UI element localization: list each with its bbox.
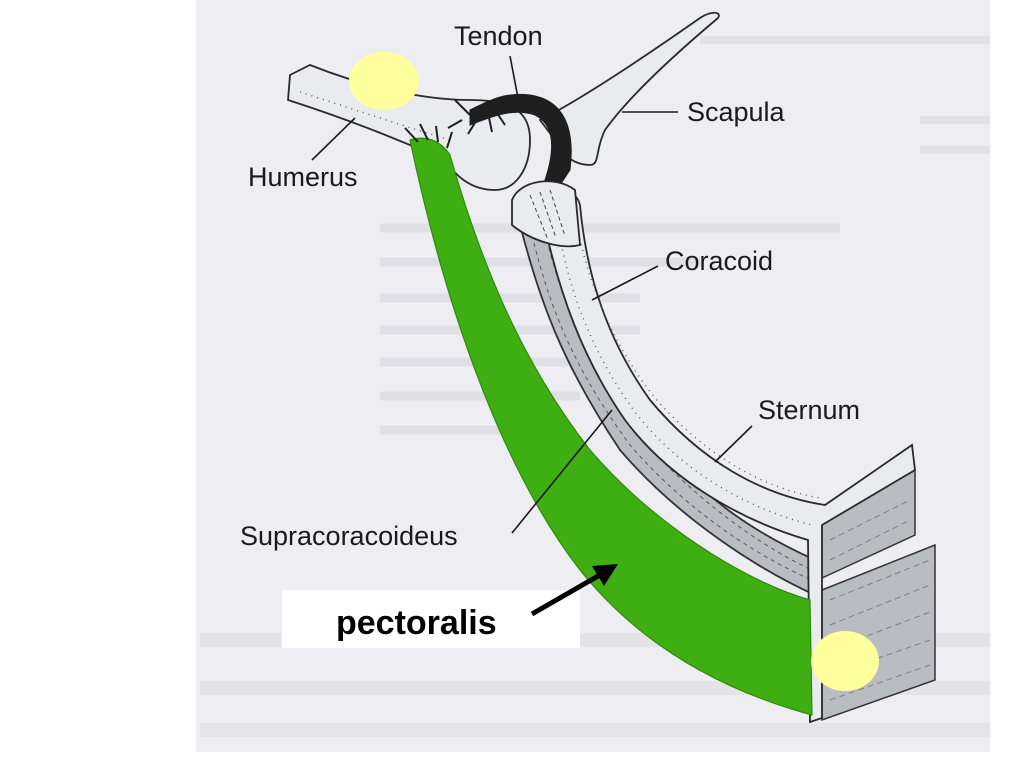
- pectoralis-fibers: [404, 123, 453, 149]
- label-coracoid: Coracoid: [665, 246, 773, 276]
- pectoralis-arrowhead: [592, 564, 618, 586]
- attachment-marker-humerus: [349, 52, 419, 110]
- leader-coracoid: [591, 265, 659, 301]
- label-scapula: Scapula: [687, 97, 786, 127]
- tendon: [469, 93, 572, 186]
- label-supracoracoideus: Supracoracoideus: [240, 521, 458, 551]
- sternum-keel-stripes: [829, 499, 931, 701]
- attachment-marker-sternum: [811, 631, 879, 691]
- tendon-fibers: [447, 99, 506, 135]
- coracoid-bone: [518, 186, 916, 724]
- leader-humerus: [311, 117, 356, 161]
- label-sternum: Sternum: [758, 395, 860, 425]
- humerus-stipple: [299, 91, 451, 141]
- label-tendon: Tendon: [454, 21, 543, 51]
- pectoralis-arrow: [530, 569, 607, 617]
- label-pectoralis: pectoralis: [336, 604, 497, 642]
- coracoid-head-hatch: [529, 189, 566, 241]
- leader-sternum: [714, 425, 753, 463]
- scapula-bone: [538, 11, 720, 166]
- leader-supracoracoideus: [511, 409, 613, 534]
- label-humerus: Humerus: [248, 162, 358, 192]
- leader-tendon: [509, 55, 519, 99]
- bone-stipple: [559, 214, 821, 526]
- pectoralis-label-box: [282, 590, 580, 648]
- pectoralis-muscle: [409, 137, 813, 716]
